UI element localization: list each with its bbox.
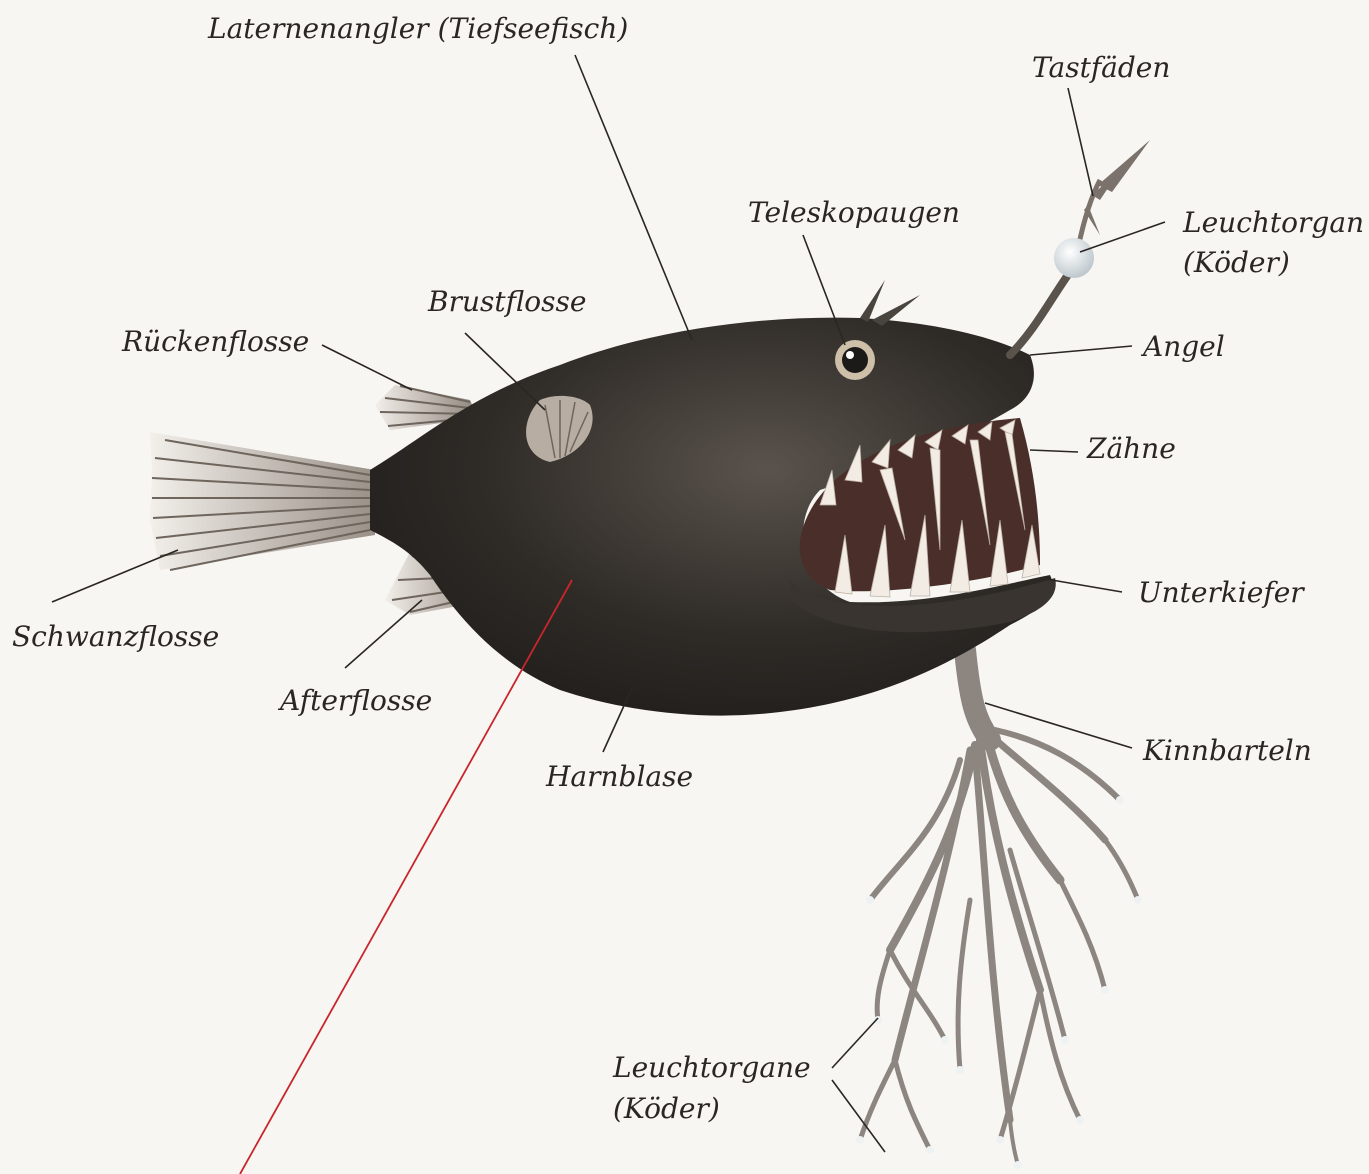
lure-bulb [1054,238,1094,278]
label-leuchtorgan-koeder: (Köder) [1183,246,1290,279]
telescope-eye [835,340,875,380]
label-leuchtorgane-koeder: (Köder) [613,1092,720,1125]
tail-fin [150,432,375,570]
label-unterkiefer: Unterkiefer [1138,576,1305,609]
label-afterflosse: Afterflosse [277,684,432,717]
label-schwanzflosse: Schwanzflosse [12,620,219,653]
label-rueckenflosse: Rückenflosse [121,325,309,358]
label-kinnbarteln: Kinnbarteln [1142,734,1312,767]
label-angel: Angel [1140,330,1225,363]
label-brustflosse: Brustflosse [427,285,586,318]
chin-barbel [860,650,1138,1165]
label-harnblase: Harnblase [545,760,693,793]
label-tastfaeden: Tastfäden [1032,51,1170,84]
label-leuchtorgan: Leuchtorgan [1182,206,1364,239]
label-title: Laternenangler (Tiefseefisch) [207,12,628,45]
label-teleskopaugen: Teleskopaugen [748,196,960,229]
label-zaehne: Zähne [1086,432,1176,465]
head-spines [860,280,920,326]
label-leuchtorgane: Leuchtorgane [612,1051,811,1084]
